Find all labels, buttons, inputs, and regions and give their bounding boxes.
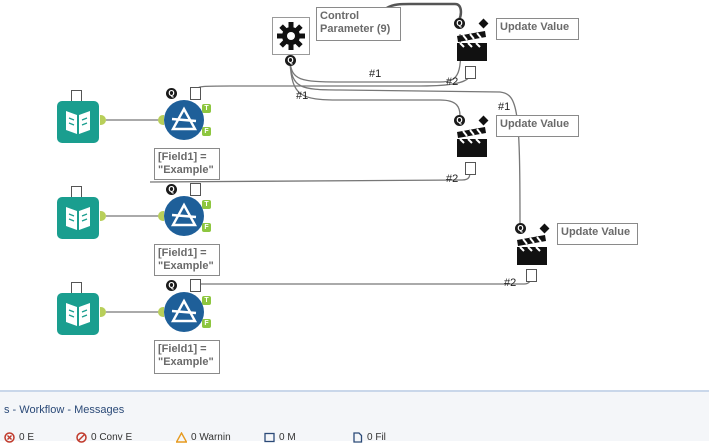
q-anchor-badge[interactable]: Q [454, 115, 465, 126]
filter-annotation: [Field1] = "Example" [154, 148, 220, 180]
connection-label: #2 [446, 76, 459, 88]
tab-label: 0 M [279, 432, 296, 444]
wire-filter3-update3 [196, 275, 532, 285]
filter-annotation: [Field1] = "Example" [154, 340, 220, 374]
true-anchor[interactable]: T [202, 104, 211, 113]
warning-icon [175, 431, 188, 443]
book-icon [57, 197, 99, 239]
messages-panel-title: s - Workflow - Messages [4, 404, 125, 416]
tab-label: 0 Fil [367, 432, 386, 444]
connection-label: #1 [498, 101, 511, 113]
output-anchor[interactable] [100, 211, 106, 221]
filter-icon [164, 196, 204, 236]
false-anchor[interactable]: F [202, 319, 211, 328]
input-anchor[interactable] [158, 115, 164, 125]
error-icon [4, 432, 15, 443]
workflow-canvas[interactable]: Q T F [Field1] = "Example" Q T F [Field1… [0, 0, 709, 390]
filter-annotation: [Field1] = "Example" [154, 244, 220, 276]
update-value-label: Update Value [496, 18, 579, 40]
file-icon [352, 432, 363, 443]
message-icon [264, 432, 275, 443]
tab-messages[interactable]: 0 M [264, 432, 296, 443]
clapperboard-icon [456, 31, 490, 63]
lightning-icon [190, 87, 201, 100]
connection-label: #1 [296, 90, 309, 102]
tab-files[interactable]: 0 Fil [352, 432, 386, 443]
tab-conversion-errors[interactable]: 0 Conv E [76, 432, 132, 443]
lightning-icon [526, 269, 537, 282]
clapperboard-icon [456, 127, 490, 159]
update-value-label: Update Value [557, 223, 638, 245]
q-anchor-badge[interactable]: Q [515, 223, 526, 234]
filter-icon [164, 100, 204, 140]
filter-icon [164, 292, 204, 332]
conversion-error-icon [76, 432, 87, 443]
connection-label: #2 [446, 173, 459, 185]
connection-label: #2 [504, 277, 517, 289]
connection-label: #1 [369, 68, 382, 80]
tab-warnings[interactable]: 0 Warnin [175, 431, 231, 444]
control-parameter-label: Control Parameter (9) [316, 7, 401, 41]
lightning-icon [465, 162, 476, 175]
output-anchor[interactable] [100, 115, 106, 125]
false-anchor[interactable]: F [202, 223, 211, 232]
q-anchor-badge[interactable]: Q [285, 55, 296, 66]
true-anchor[interactable]: T [202, 200, 211, 209]
output-anchor[interactable] [100, 307, 106, 317]
input-anchor[interactable] [158, 307, 164, 317]
messages-tab-strip: 0 E 0 Conv E 0 Warnin 0 M 0 Fil [0, 431, 709, 444]
wire-control-update2-q [289, 61, 461, 117]
book-icon [57, 293, 99, 335]
tab-label: 0 Warnin [191, 432, 231, 444]
wire-control-update3-q [289, 61, 521, 225]
q-anchor-badge[interactable]: Q [166, 280, 177, 291]
tab-errors[interactable]: 0 E [4, 432, 34, 443]
gear-icon [272, 17, 310, 55]
book-icon [57, 101, 99, 143]
connection-wires [106, 2, 532, 313]
q-anchor-badge[interactable]: Q [166, 184, 177, 195]
tab-label: 0 E [19, 432, 35, 444]
messages-panel: s - Workflow - Messages 0 E 0 Conv E 0 W… [0, 390, 709, 444]
lightning-icon [465, 66, 476, 79]
q-anchor-badge[interactable]: Q [166, 88, 177, 99]
q-anchor-badge[interactable]: Q [454, 18, 465, 29]
tab-label: 0 Conv E [91, 432, 133, 444]
input-anchor[interactable] [158, 211, 164, 221]
lightning-icon [190, 279, 201, 292]
false-anchor[interactable]: F [202, 127, 211, 136]
clapperboard-icon [516, 235, 550, 267]
true-anchor[interactable]: T [202, 296, 211, 305]
wire-control-update1-q [289, 33, 462, 83]
update-value-label: Update Value [496, 115, 579, 137]
lightning-icon [190, 183, 201, 196]
